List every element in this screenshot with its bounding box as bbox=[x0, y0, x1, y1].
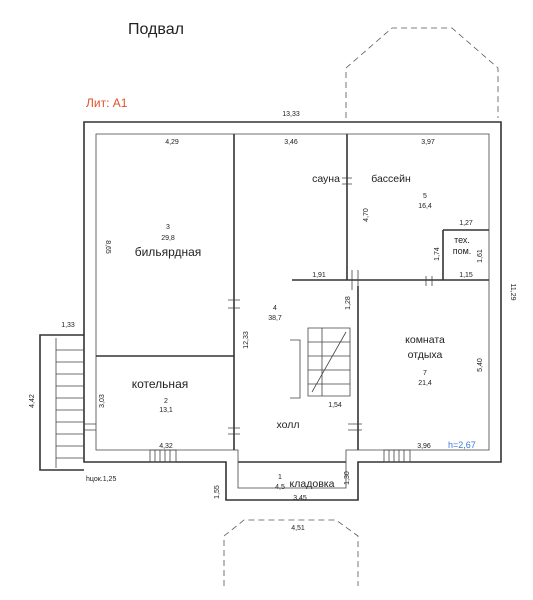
rest-name-line1: комната bbox=[405, 334, 445, 346]
base-height-label: hцок.1,25 bbox=[86, 476, 116, 483]
dim-corridor-a: 1,91 bbox=[312, 272, 326, 279]
dim-right-width: 3,97 bbox=[421, 139, 435, 146]
storage-area: 4,5 bbox=[275, 484, 285, 491]
dim-hall-height: 12,33 bbox=[243, 331, 250, 349]
lit-label: Лит: А1 bbox=[86, 96, 128, 110]
dim-stair-width: 1,54 bbox=[328, 402, 342, 409]
dim-rest-height: 5,40 bbox=[477, 358, 484, 372]
dim-total-width: 13,33 bbox=[282, 111, 300, 118]
dim-porch-width: 1,33 bbox=[61, 322, 75, 329]
openings bbox=[84, 177, 433, 463]
storage-num: 1 bbox=[278, 474, 282, 481]
porch-stair bbox=[55, 338, 84, 468]
dim-storage-height: 1,30 bbox=[344, 471, 351, 485]
storage-name: кладовка bbox=[290, 478, 335, 490]
dim-rest-width: 3,96 bbox=[417, 443, 431, 450]
dim-porch-height: 4,42 bbox=[29, 394, 36, 408]
billiard-num: 3 bbox=[166, 224, 170, 231]
rest-area: 21,4 bbox=[418, 380, 432, 387]
ceiling-height-label: h=2,67 bbox=[448, 440, 476, 450]
dim-tech-height-left: 1,74 bbox=[434, 247, 441, 261]
dim-right-height: 11,29 bbox=[509, 284, 516, 301]
dim-pool-height: 4,70 bbox=[363, 208, 370, 222]
hall-name: холл bbox=[277, 419, 300, 431]
pool-name: бассейн bbox=[371, 173, 411, 185]
dim-tech-width: 1,27 bbox=[459, 220, 473, 227]
outer-wall bbox=[83, 121, 502, 501]
plan-title: Подвал bbox=[128, 21, 184, 38]
hall-num: 4 bbox=[273, 305, 277, 312]
dim-middle-width: 3,46 bbox=[284, 139, 298, 146]
outer-wall-inner bbox=[95, 133, 490, 489]
hall-step bbox=[290, 339, 301, 399]
tech-room-walls bbox=[442, 229, 489, 280]
hall-staircase bbox=[307, 327, 351, 397]
porch-outline bbox=[39, 334, 84, 471]
boiler-area: 13,1 bbox=[159, 407, 173, 414]
dim-tech-height-right: 1,61 bbox=[477, 249, 484, 263]
pool-area: 16,4 bbox=[418, 203, 432, 210]
dim-stair-top: 1,28 bbox=[345, 296, 352, 310]
dim-storage-width: 3,45 bbox=[293, 495, 307, 502]
dim-corridor-b: 1,15 bbox=[459, 272, 473, 279]
upper-bay-outline bbox=[345, 27, 499, 118]
dim-boiler-height: 3,03 bbox=[99, 394, 106, 408]
hall-area: 38,7 bbox=[268, 315, 282, 322]
pool-num: 5 bbox=[423, 193, 427, 200]
sauna-name: сауна bbox=[312, 173, 340, 185]
lower-extension-outline bbox=[223, 519, 359, 586]
billiard-area: 29,8 bbox=[161, 235, 175, 242]
rest-name-line2: отдыха bbox=[408, 349, 443, 361]
boiler-num: 2 bbox=[164, 398, 168, 405]
dim-billiard-width: 4,29 bbox=[165, 139, 179, 146]
billiard-name: бильярдная bbox=[135, 245, 202, 259]
tech-name-line2: пом. bbox=[453, 246, 472, 256]
dim-ext-height: 1,55 bbox=[214, 485, 221, 499]
rest-num: 7 bbox=[423, 370, 427, 377]
tech-name-line1: тех. bbox=[454, 235, 470, 245]
dim-ext-width: 4,51 bbox=[291, 525, 305, 532]
dim-boiler-width: 4,32 bbox=[159, 443, 173, 450]
dim-billiard-height: 8,65 bbox=[104, 240, 111, 254]
boiler-name: котельная bbox=[132, 377, 188, 391]
